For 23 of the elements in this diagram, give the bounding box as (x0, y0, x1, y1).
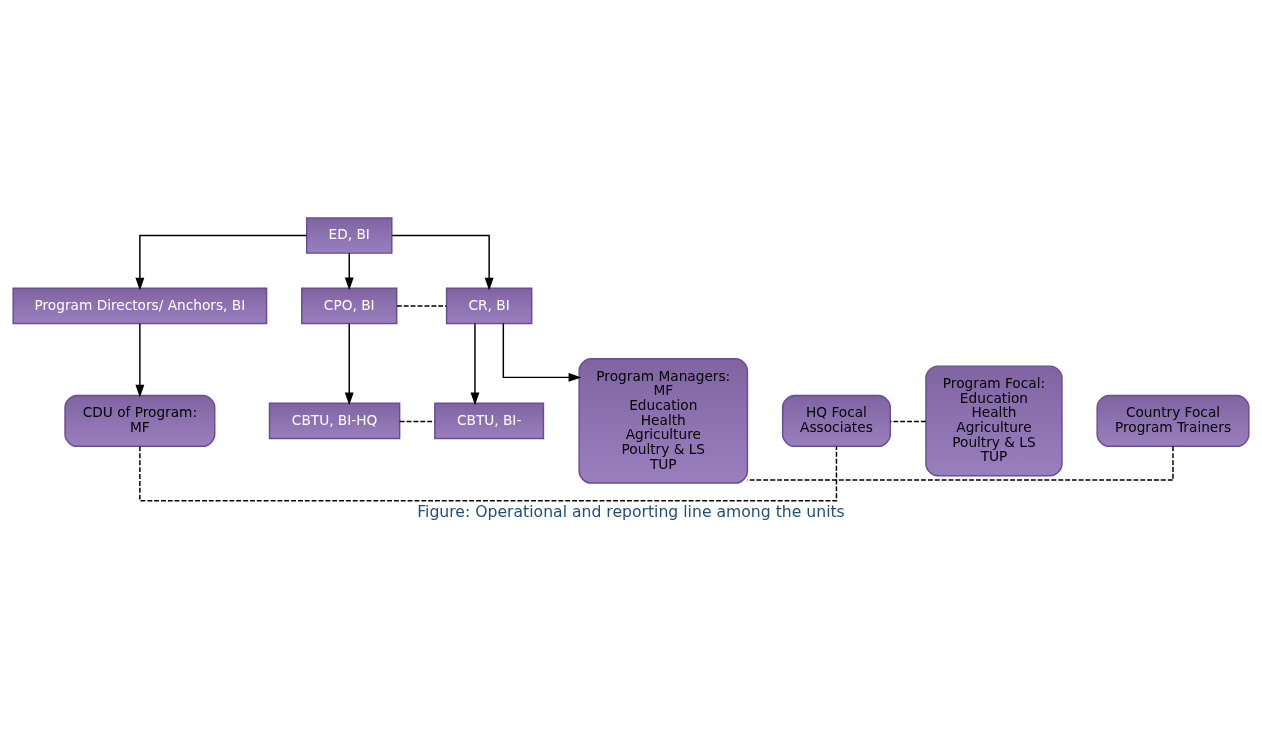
connector (746, 445, 1174, 481)
node-box: Program Managers: MF Education Health Agriculture Poultry & LS TUP (578, 357, 749, 484)
arrow (502, 322, 582, 382)
arrow (344, 252, 354, 290)
connector (139, 445, 838, 501)
connector (396, 304, 448, 307)
arrow (135, 234, 308, 290)
node-box: CDU of Program: MF (64, 394, 216, 447)
node-box: CBTU, BI-HQ (268, 402, 401, 439)
connector (889, 420, 927, 422)
node-box: CBTU, BI- (434, 402, 545, 439)
node-box: ED, BI (305, 216, 393, 254)
arrow (470, 322, 480, 405)
arrow (344, 322, 354, 405)
arrow (391, 234, 494, 290)
node-box: CPO, BI (301, 287, 398, 324)
arrow (135, 322, 145, 397)
node-box: Program Focal: Education Health Agriculture Poultry & LS TUP (925, 364, 1063, 476)
node-box: Country Focal Program Trainers (1096, 394, 1250, 447)
node-box: CR, BI (445, 287, 533, 324)
caption: Figure: Operational and reporting line among the units (417, 501, 845, 521)
node-box: HQ Focal Associates (781, 394, 891, 447)
node-box: Program Directors/ Anchors, BI (12, 287, 268, 324)
